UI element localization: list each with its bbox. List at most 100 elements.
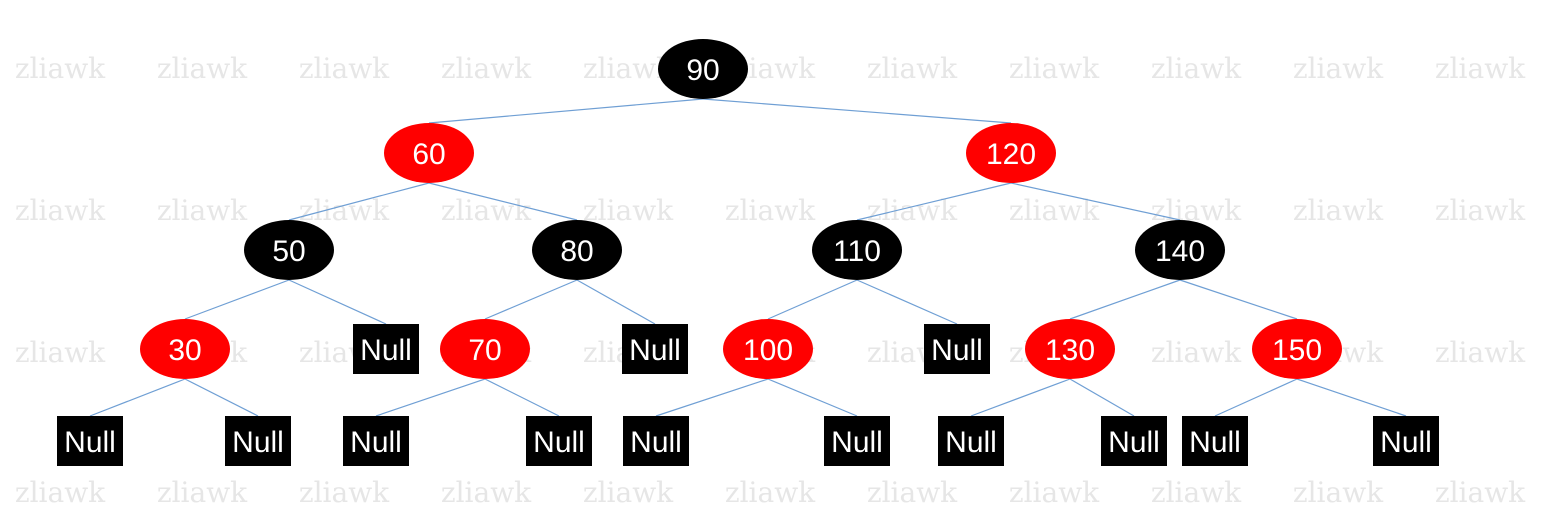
node-label: 140	[1155, 235, 1205, 268]
watermark-text: zliawk	[299, 476, 390, 509]
tree-node-80: 80	[532, 220, 622, 280]
tree-node-140: 140	[1135, 220, 1225, 280]
edge-n90-n60	[428, 98, 704, 124]
node-label: 30	[168, 334, 201, 367]
node-label: 70	[468, 334, 501, 367]
edge-n50-nul1	[288, 279, 387, 325]
watermark-text: zliawk	[1293, 52, 1384, 85]
watermark-text: zliawk	[1435, 336, 1526, 369]
red-node-shape	[440, 319, 530, 379]
edge-n70-nul6	[375, 378, 486, 417]
edge-n30-nul5	[184, 378, 259, 417]
watermark-text: zliawk	[1009, 52, 1100, 85]
edge-n80-nul2	[576, 279, 656, 325]
node-label: 90	[686, 54, 719, 87]
edge-n70-nul7	[484, 378, 560, 417]
node-label: Null	[629, 334, 681, 367]
edge-n150-nul13	[1296, 378, 1407, 417]
null-leaf: Null	[353, 324, 419, 374]
edge-n30-nul4	[89, 378, 186, 417]
edge-n120-n110	[856, 182, 1012, 221]
black-node-shape	[812, 220, 902, 280]
edge-n100-nul8	[655, 378, 769, 417]
null-leaf: Null	[1182, 416, 1248, 466]
null-leaf: Null	[57, 416, 123, 466]
edge-n140-n150	[1179, 279, 1298, 320]
null-leaf: Null	[938, 416, 1004, 466]
edge-n130-nul11	[1069, 378, 1135, 417]
black-node-shape	[1135, 220, 1225, 280]
watermark-text: zliawk	[867, 476, 958, 509]
watermark-text: zliawk	[1151, 476, 1242, 509]
red-node-shape	[1252, 319, 1342, 379]
tree-node-110: 110	[812, 220, 902, 280]
tree-node-70: 70	[440, 319, 530, 379]
null-leaf-box	[526, 416, 592, 466]
edge-n50-n30	[184, 279, 290, 320]
watermark-text: zliawk	[1151, 336, 1242, 369]
tree-node-150: 150	[1252, 319, 1342, 379]
edge-n100-nul9	[767, 378, 858, 417]
watermark-text: zliawk	[1293, 476, 1384, 509]
null-leaf: Null	[225, 416, 291, 466]
watermark-text: zliawk	[157, 476, 248, 509]
node-label: Null	[64, 426, 116, 459]
watermark-text: zliawk	[1435, 52, 1526, 85]
tree-node-50: 50	[244, 220, 334, 280]
null-leaf-box	[1101, 416, 1167, 466]
watermark-text: zliawk	[299, 52, 390, 85]
red-node-shape	[140, 319, 230, 379]
red-node-shape	[1025, 319, 1115, 379]
watermark-text: zliawk	[725, 194, 816, 227]
node-label: Null	[945, 426, 997, 459]
edge-n130-nul10	[970, 378, 1071, 417]
tree-node-100: 100	[723, 319, 813, 379]
node-label: 130	[1045, 334, 1095, 367]
tree-node-130: 130	[1025, 319, 1115, 379]
null-leaf-box	[623, 416, 689, 466]
red-node-shape	[723, 319, 813, 379]
edge-n140-n130	[1069, 279, 1181, 320]
watermark-text: zliawk	[1435, 476, 1526, 509]
node-label: Null	[1108, 426, 1160, 459]
tree-node-90: 90	[658, 39, 748, 99]
node-label: 110	[833, 235, 881, 268]
null-leaf-box	[924, 324, 990, 374]
watermark-text: zliawk	[1151, 52, 1242, 85]
watermark-text: zliawk	[157, 194, 248, 227]
watermark-text: zliawk	[441, 52, 532, 85]
node-label: Null	[533, 426, 585, 459]
null-leaf-box	[225, 416, 291, 466]
watermark-text: zliawk	[157, 52, 248, 85]
node-label: 120	[986, 138, 1036, 171]
tree-node-60: 60	[384, 123, 474, 183]
null-leaf-box	[938, 416, 1004, 466]
edge-n80-n70	[484, 279, 578, 320]
edge-n90-n120	[702, 98, 1012, 124]
watermark-text: zliawk	[15, 476, 106, 509]
watermark-text: zliawk	[441, 476, 532, 509]
node-label: Null	[931, 334, 983, 367]
null-leaf: Null	[343, 416, 409, 466]
edge-n60-n50	[288, 182, 430, 221]
edge-n110-n100	[767, 279, 858, 320]
node-label: 60	[412, 138, 445, 171]
node-label: Null	[232, 426, 284, 459]
edge-n150-nul12	[1214, 378, 1298, 417]
watermark-text: zliawk	[441, 194, 532, 227]
tree-node-120: 120	[966, 123, 1056, 183]
watermark-text: zliawk	[1009, 476, 1100, 509]
node-label: 50	[272, 235, 305, 268]
black-node-shape	[658, 39, 748, 99]
edge-layer	[89, 98, 1407, 417]
red-node-shape	[966, 123, 1056, 183]
null-leaf-box	[353, 324, 419, 374]
edge-n120-n140	[1010, 182, 1181, 221]
edge-n60-n80	[428, 182, 578, 221]
node-label: Null	[1189, 426, 1241, 459]
edge-n110-nul3	[856, 279, 958, 325]
watermark-text: zliawk	[15, 52, 106, 85]
null-leaf-box	[57, 416, 123, 466]
